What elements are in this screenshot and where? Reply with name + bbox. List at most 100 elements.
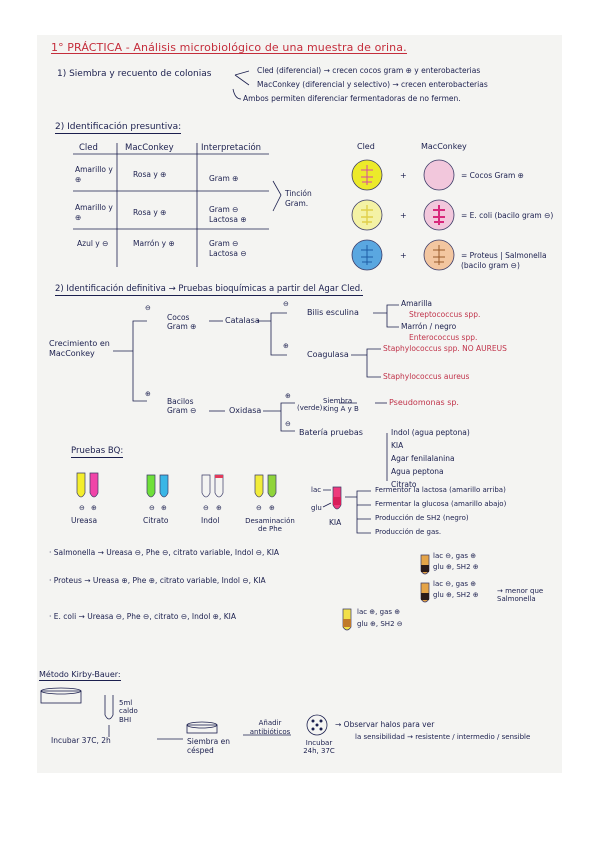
kb-incubar2: Incubar 24h, 37C [303,739,335,756]
petri-dish-3 [306,714,328,736]
tube-label-kia: KIA [329,518,342,527]
result-1: = Cocos Gram ⊕ [461,171,524,180]
kb-tube-label: 5ml caldo BHI [119,699,138,724]
tube-ureasa [76,472,99,498]
kb-incubate: Incubar 37C, 2h [51,736,111,745]
ecoli-kia-1: lac ⊕, gas ⊕ [357,608,401,616]
table-header-interp: Interpretación [201,143,262,153]
oxidasa-label: Oxidasa [229,406,262,415]
bateria-label: Batería pruebas [299,428,363,437]
cocos-label: Cocos Gram ⊕ [167,313,197,331]
plus-2: + [400,211,407,220]
result-3: = Proteus | Salmonella (bacilo gram ⊖) [461,251,547,270]
ecoli-line: · E. coli → Ureasa ⊖, Phe ⊖, citrato ⊖, … [49,612,236,621]
result-2: = E. coli (bacilo gram ⊖) [461,211,554,220]
pseudo-arrow-label: (verde) [297,404,323,412]
section-1-label: 1) Siembra y recuento de colonias [57,69,212,79]
kia-note-1: Fermentor la lactosa (amarillo arriba) [375,486,506,494]
section-4-label: Pruebas BQ: [71,446,124,458]
table-row-1-mac: Rosa y ⊕ [133,170,167,179]
notebook-page: 1° PRÁCTICA - Análisis microbiológico de… [37,35,562,773]
plates-cled-label: Cled [357,142,375,151]
salmonella-kia-2: glu ⊕, SH2 ⊕ [433,563,479,571]
kb-observe-2: la sensibilidad → resistente / intermedi… [355,733,531,741]
sign-ureasa-neg: ⊖ [79,504,85,512]
plus-3: + [400,251,407,260]
sign-ureasa-pos: ⊕ [91,504,97,512]
sign-phe-pos: ⊕ [269,504,275,512]
kb-siembra: Siembra en césped [187,737,230,755]
section-1-line-3: Ambos permiten diferenciar fermentadoras… [243,94,461,103]
brace-label: Tinción Gram. [285,189,312,208]
section-3-label: 2) Identificación definitiva → Pruebas b… [55,284,363,296]
entero-label: Enterococcus spp. [409,333,478,342]
pseudo-label: Pseudomonas sp. [389,398,459,407]
section-1-line-2: MacConkey (diferencial y selectivo) → cr… [257,80,488,89]
tube-phe [254,474,277,498]
plates-mac-label: MacConkey [421,142,467,151]
kia-note-4: Producción de gas. [375,528,442,536]
sign-cocos: ⊖ [145,304,151,312]
tube-label-citrato: Citrato [143,516,169,525]
proteus-kia-1: lac ⊖, gas ⊕ [433,580,477,588]
table-row-2-interp: Gram ⊖ Lactosa ⊕ [209,205,247,224]
staph-aur-label: Staphylococcus aureus [383,372,470,381]
kia-note-2: Fermentar la glucosa (amarillo abajo) [375,500,507,508]
sign-pseudo: ⊕ [285,392,291,400]
table-row-3-mac: Marrón y ⊕ [133,239,175,248]
line-drawings [40,70,455,740]
sign-phe-neg: ⊖ [256,504,262,512]
catalasa-label: Catalasa [225,316,260,325]
test-3: Agar fenilalanina [391,454,455,463]
page-title: 1° PRÁCTICA - Análisis microbiológico de… [51,41,407,54]
kia-lac-label: lac [311,486,322,494]
petri-dish-1 [40,690,82,704]
table-header-cled: Cled [79,143,98,153]
table-header-mac: MacConkey [125,143,174,153]
section-2-label: 2) Identificación presuntiva: [55,122,182,134]
tube-citrato [146,474,169,498]
sign-citrato-neg: ⊖ [149,504,155,512]
staph-neg-label: Staphylococcus spp. NO AUREUS [383,344,507,353]
marron-label: Marrón / negro [401,322,457,331]
proteus-note: → menor que Salmonella [497,587,544,604]
tube-label-phe: Desaminación de Phe [245,517,295,534]
kb-anadir: Añadir antibióticos [249,719,291,737]
coagulasa-label: Coagulasa [307,350,349,359]
table-row-2-cled: Amarillo y ⊕ [75,203,113,222]
plus-1: + [400,171,407,180]
table-row-3-interp: Gram ⊖ Lactosa ⊖ [209,239,247,258]
growth-label: Crecimiento en MacConkey [49,339,110,359]
tube-label-ureasa: Ureasa [71,516,98,525]
pseudo-step: Siembra King A y B [323,397,359,414]
test-4: Agua peptona [391,467,444,476]
bacilos-label: Bacilos Gram ⊖ [167,397,197,415]
kb-observe-1: → Observar halos para ver [335,720,435,729]
section-1-line-1: Cled (diferencial) → crecen cocos gram ⊕… [257,66,481,75]
kia-note-3: Producción de SH2 (negro) [375,514,469,522]
plate-mac-1 [423,159,455,191]
sign-indol-neg: ⊖ [203,504,209,512]
salmonella-line: · Salmonella → Ureasa ⊖, Phe ⊖, citrato … [49,548,280,557]
tube-indol [201,474,224,498]
sign-bacilos: ⊕ [145,390,151,398]
amarilla-label: Amarilla [401,299,432,308]
tube-label-indol: Indol [201,516,220,525]
proteus-line: · Proteus → Ureasa ⊕, Phe ⊕, citrato var… [49,576,266,585]
test-5: Citrato [391,480,417,489]
sign-citrato-pos: ⊕ [161,504,167,512]
salmonella-kia-1: lac ⊖, gas ⊕ [433,552,477,560]
table-row-2-mac: Rosa y ⊕ [133,208,167,217]
kia-glu-label: glu [311,504,322,512]
sign-bilis: ⊖ [283,300,289,308]
tube-kia [332,486,342,510]
test-2: KIA [391,441,404,450]
table-row-3-cled: Azul y ⊖ [77,239,109,248]
petri-dish-2 [186,724,218,734]
test-1: Indol (agua peptona) [391,428,470,437]
ecoli-kia-2: glu ⊕, SH2 ⊖ [357,620,403,628]
section-5-label: Método Kirby-Bauer: [39,670,121,681]
strepto-label: Streptococcus spp. [409,310,481,319]
proteus-kia-2: glu ⊕, SH2 ⊕ [433,591,479,599]
sign-coag: ⊕ [283,342,289,350]
